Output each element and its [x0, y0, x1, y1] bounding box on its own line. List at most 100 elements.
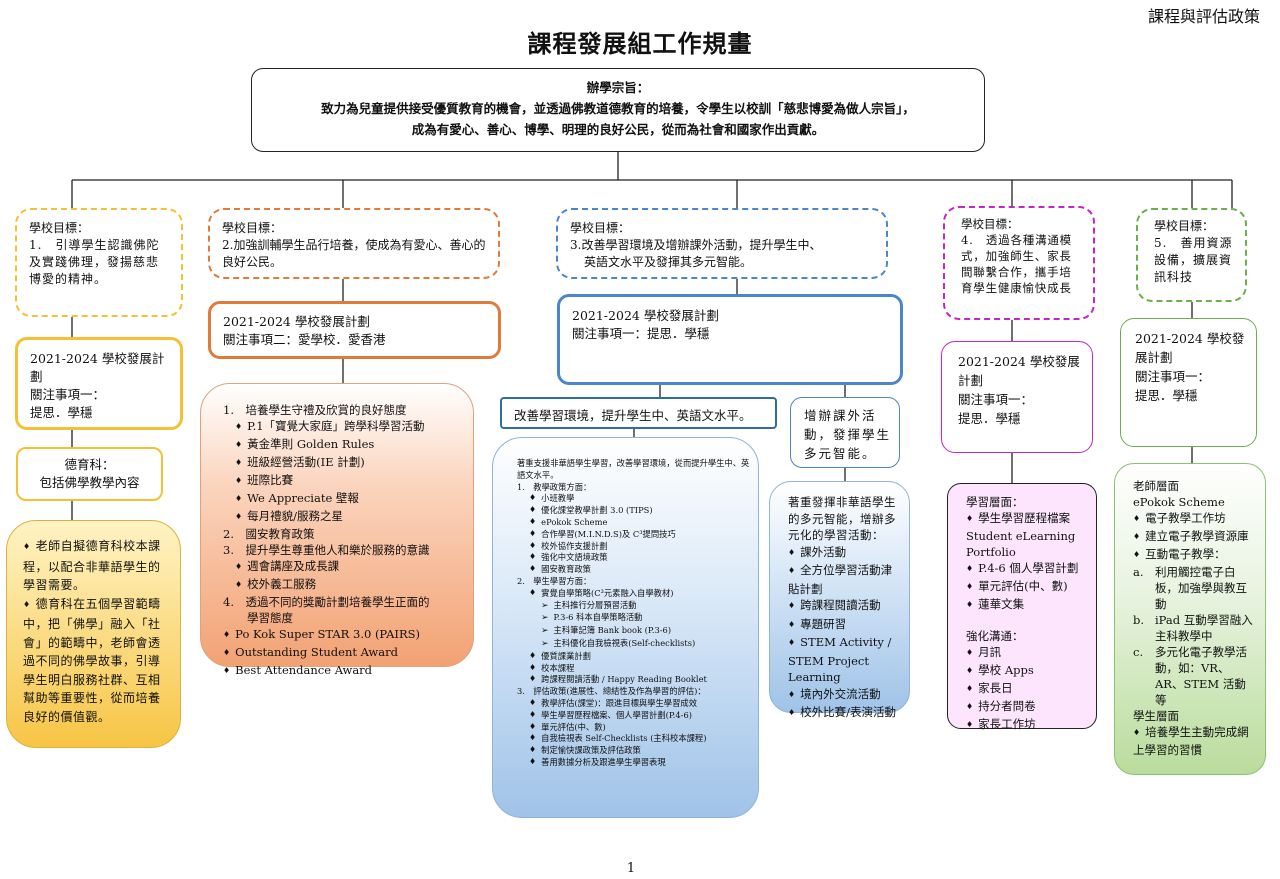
list-item: 學生學習歷程檔案、個人學習計劃(P.4-6) [529, 710, 750, 722]
detail-item-4-cont: 學習態度 [247, 611, 293, 625]
detail-box-2: 1. 培養學生守禮及欣賞的良好態度 P.1「寶覺大家庭」跨學科學習活動 黃金準則… [200, 383, 474, 677]
list-item: 單元評估(中、數) [966, 578, 1088, 596]
goal-box-3: 學校目標： 3.改善學習環境及增辦課外活動，提升學生中、 英語文水平及發揮其多元… [556, 208, 888, 279]
list-item: ePokok Scheme [529, 517, 750, 529]
list-item: 蓮華文集 [966, 596, 1088, 614]
goal-box-4: 學校目標： 4. 透過各種溝通模式，加強師生、家長間聯繫合作，攜手培育學生健康愉… [943, 206, 1095, 320]
list-item: 全方位學習活動津貼計劃 [788, 562, 903, 597]
abc-mark: b. [1133, 613, 1145, 627]
plan-title: 2021-2024 學校發展計劃 [1135, 331, 1245, 365]
intro-text: 著重支援非華語學生學習，改善學習環境，從而提升學生中、英語文水平。 [517, 458, 750, 480]
policy-label: 課程與評估政策 [1147, 7, 1260, 26]
plan-focus: 關注事項一：提思．學穩 [572, 326, 710, 341]
list-item: 強化中文語境政策 [529, 552, 750, 564]
list-item: 月訊 [966, 644, 1088, 662]
sub-item: 班際比賽 [235, 472, 463, 490]
goal-heading: 學校目標： [961, 217, 1019, 231]
list-item: 小班教學 [529, 493, 750, 505]
plan-focus-label: 關注事項一： [958, 392, 1034, 407]
subject-title: 德育科： [64, 457, 115, 472]
list-item: 優化課堂教學計劃 3.0 (TIPS) [529, 505, 750, 517]
detail-box-3a: 著重支援非華語學生學習，改善學習環境，從而提升學生中、英語文水平。 1. 教學政… [492, 437, 759, 818]
detail-item-1: 1. 培養學生守禮及欣賞的良好態度 [223, 403, 407, 417]
list-item: 校外比賽/表演活動 [788, 704, 903, 723]
teacher-heading: 老師層面 [1133, 479, 1179, 493]
plan-focus: 關注事項二：愛學校．愛香港 [223, 332, 386, 347]
goal-text: 5. 善用資源設備，擴展資訊科技 [1154, 236, 1233, 284]
sub-item: P.1「寶覺大家庭」跨學科學習活動 [235, 418, 463, 436]
list-item: 境內外交流活動 [788, 686, 903, 705]
abc-text: 多元化電子教學活動，如：VR、AR、STEM 活動等 [1155, 645, 1247, 707]
list-item: 互動電子教學： [1133, 546, 1257, 564]
arrow-item: 主科筆記簿 Bank book (P.3-6) [541, 625, 750, 638]
list-item: P.4-6 個人學習計劃 [966, 560, 1088, 578]
list-item: 持分者問卷 [966, 698, 1088, 716]
abc-mark: a. [1133, 565, 1144, 579]
goal-heading: 學校目標： [570, 221, 631, 235]
mission-line-2: 成為有愛心、善心、博學、明理的良好公民，從而為社會和國家作出貢獻。 [411, 122, 825, 137]
sub-item: 黃金準則 Golden Rules [235, 436, 463, 454]
goal-text-cont: 英語文水平及發揮其多元智能。 [584, 255, 753, 269]
detail-box-5: 老師層面 ePokok Scheme 電子教學工作坊 建立電子教學資源庫 互動電… [1114, 463, 1266, 775]
comm-heading: 強化溝通： [966, 629, 1024, 643]
award-item: Outstanding Student Award [223, 644, 463, 662]
list-item: 跨課程閱讀活動 [788, 597, 903, 616]
goal-heading: 學校目標： [29, 221, 90, 235]
goal-box-2: 學校目標： 2.加強訓輔學生品行培養，使成為有愛心、善心的良好公民。 [208, 208, 500, 279]
detail-item-4: 4. 透過不同的獎勵計劃培養學生正面的 [223, 595, 430, 609]
list-item: 校外協作支援計劃 [529, 541, 750, 553]
goal-text: 2.加強訓輔學生品行培養，使成為有愛心、善心的良好公民。 [222, 238, 486, 269]
detail-box-4: 學習層面： 學生學習歷程檔案 Student eLearning Portfol… [947, 483, 1097, 731]
list-item: 單元評估(中、數) [529, 722, 750, 734]
sub-item: 校外義工服務 [235, 576, 463, 594]
arrow-item: 主科優化自我檢視表(Self-checklists) [541, 638, 750, 651]
list-item: 學生學習歷程檔案 Student eLearning Portfolio [966, 510, 1088, 560]
list-item: 善用數據分析及跟進學生學習表現 [529, 757, 750, 769]
plan-title: 2021-2024 學校發展計劃 [572, 308, 719, 323]
section-3: 3. 評估政策(進展性、總結性及作為學習的評估)： [517, 686, 706, 697]
subject-box: 德育科： 包括佛學教學內容 [16, 447, 163, 501]
arrow-item: P.3-6 科本自學策略活動 [541, 612, 750, 625]
list-item: STEM Activity / STEM Project Learning [788, 634, 903, 686]
sub-item: 每月禮貌/服務之星 [235, 508, 463, 526]
award-item: Po Kok Super STAR 3.0 (PAIRS) [223, 626, 463, 644]
list-item: 電子教學工作坊 [1133, 510, 1257, 528]
section-1: 1. 教學政策方面： [517, 481, 592, 492]
sub-item: 週會講座及成長課 [235, 558, 463, 576]
plan-box-3: 2021-2024 學校發展計劃 關注事項一：提思．學穩 [557, 294, 903, 385]
plan-box-1: 2021-2024 學校發展計劃 關注事項一： 提思．學穩 [15, 337, 183, 430]
detail-box-1: 老師自擬德育科校本課程，以配合非華語學生的學習需要。 德育科在五個學習範疇中，把… [6, 520, 181, 748]
mission-heading: 辦學宗旨： [586, 80, 650, 95]
goal-heading: 學校目標： [222, 221, 283, 235]
sub-box-a: 改善學習環境，提升學生中、英語文水平。 [500, 397, 777, 429]
abc-item: c. 多元化電子教學活動，如：VR、AR、STEM 活動等 [1133, 644, 1257, 708]
award-item: Best Attendance Award [223, 662, 463, 680]
list-item: 自我檢視表 Self-Checklists (主科校本課程) [529, 733, 750, 745]
list-item: 實覺自學策略(C³元素融入自學教材) [529, 588, 750, 600]
list-item: 優質課業計劃 [529, 651, 750, 663]
list-item: 學校 Apps [966, 662, 1088, 680]
list-item: 專題研習 [788, 616, 903, 635]
plan-title: 2021-2024 學校發展計劃 [958, 354, 1080, 388]
goal-heading: 學校目標： [1154, 219, 1215, 233]
sub-item: 班級經營活動(IE 計劃) [235, 454, 463, 472]
goal-text: 3.改善學習環境及增辦課外活動，提升學生中、 [570, 238, 822, 252]
list-item: 校本課程 [529, 663, 750, 675]
plan-focus-label: 關注事項一： [1135, 369, 1211, 384]
detail-item: 德育科在五個學習範疇中，把「佛學」融入「社會」的範疇中，老師會透過不同的佛學故事… [23, 595, 170, 727]
mission-line-1: 致力為兒童提供接受優質教育的機會，並透過佛教道德教育的培養，令學生以校訓「慈悲博… [321, 101, 915, 116]
plan-box-5: 2021-2024 學校發展計劃 關注事項一： 提思．學穩 [1120, 318, 1257, 447]
subject-desc: 包括佛學教學內容 [39, 475, 140, 490]
abc-text: 利用觸控電子白板，加強學與教互動 [1155, 565, 1247, 611]
abc-item: b. iPad 互動學習融入主科教學中 [1133, 612, 1257, 644]
detail-item-3: 3. 提升學生尊重他人和樂於服務的意識 [223, 543, 430, 557]
detail-box-3b: 著重發揮非華語學生的多元智能，增辦多元化的學習活動： 課外活動 全方位學習活動津… [769, 481, 910, 719]
plan-focus-text: 提思．學穩 [1135, 388, 1198, 403]
mission-box: 辦學宗旨： 致力為兒童提供接受優質教育的機會，並透過佛教道德教育的培養，令學生以… [251, 68, 985, 152]
plan-focus-text: 提思．學穩 [30, 405, 93, 420]
list-item: 課外活動 [788, 544, 903, 563]
plan-focus-label: 關注事項一： [30, 387, 106, 402]
sub-item: We Appreciate 壁報 [235, 490, 463, 508]
intro-text: 著重發揮非華語學生的多元智能，增辦多元化的學習活動： [788, 495, 896, 542]
